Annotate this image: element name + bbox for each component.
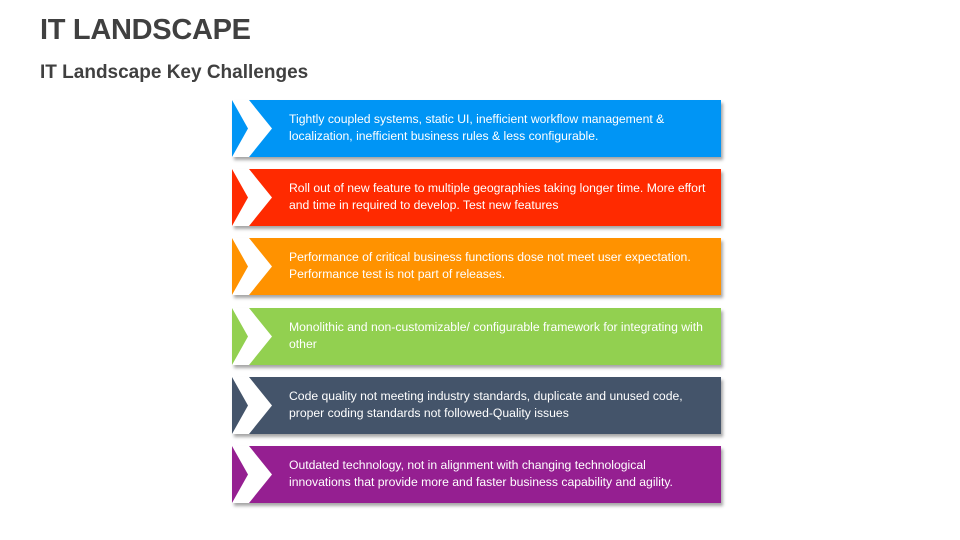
challenge-bar: Outdated technology, not in alignment wi…	[232, 446, 721, 503]
chevron-right-icon	[232, 169, 272, 226]
challenge-bar: Code quality not meeting industry standa…	[232, 377, 721, 434]
chevron-right-icon	[232, 238, 272, 295]
chevron-right-icon	[232, 446, 272, 503]
challenge-text: Tightly coupled systems, static UI, inef…	[289, 112, 665, 143]
chevron-right-icon	[232, 377, 272, 434]
slide-subtitle: IT Landscape Key Challenges	[40, 62, 309, 83]
slide-title: IT LANDSCAPE	[40, 14, 251, 46]
challenge-text: Monolithic and non-customizable/ configu…	[289, 320, 703, 351]
challenge-text: Code quality not meeting industry standa…	[289, 389, 683, 420]
challenge-bar: Roll out of new feature to multiple geog…	[232, 169, 721, 226]
chevron-right-icon	[232, 308, 272, 365]
challenge-text: Outdated technology, not in alignment wi…	[289, 458, 673, 489]
challenge-bar: Tightly coupled systems, static UI, inef…	[232, 100, 721, 157]
challenge-text: Performance of critical business functio…	[289, 250, 691, 281]
challenge-bar: Monolithic and non-customizable/ configu…	[232, 308, 721, 365]
challenge-bar: Performance of critical business functio…	[232, 238, 721, 295]
challenge-text: Roll out of new feature to multiple geog…	[289, 181, 706, 212]
chevron-right-icon	[232, 100, 272, 157]
